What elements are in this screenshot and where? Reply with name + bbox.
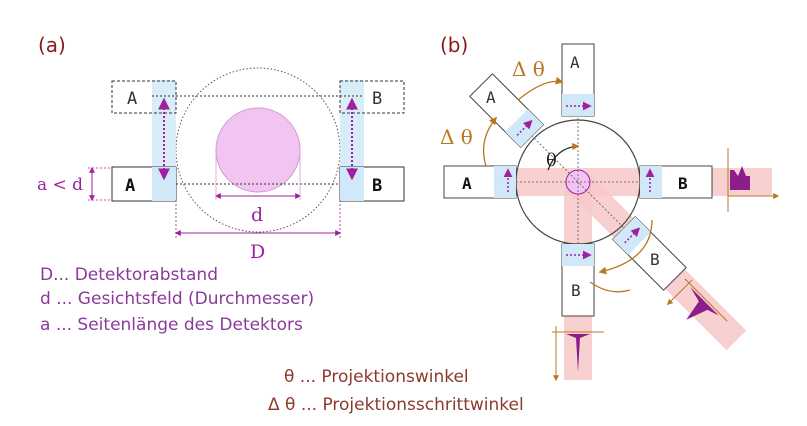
- D-label: D: [250, 241, 265, 263]
- delta-theta-top-label: Δ θ: [512, 57, 545, 81]
- detector-bottom-right-label: B: [372, 176, 382, 196]
- profile-right: [727, 148, 780, 212]
- panel-a-label: (a): [38, 33, 66, 57]
- detector-top-right: [339, 80, 405, 114]
- panel-b-label: (b): [440, 33, 468, 57]
- legend-a-line1: D... Detektorabstand: [40, 265, 218, 285]
- field-of-view-disk: [215, 107, 301, 193]
- rotation-arc-top: [517, 76, 564, 101]
- detector-B-diagonal-label: B: [650, 250, 660, 269]
- detector-A-diagonal-label: A: [486, 88, 496, 107]
- legend-a: D... Detektorabstand d ... Gesichtsfeld …: [40, 265, 314, 335]
- detector-top-right-label: B: [372, 89, 382, 109]
- detector-A-top-label: A: [570, 53, 580, 72]
- theta-label: θ: [546, 150, 557, 171]
- detector-bottom-left-label: A: [125, 176, 135, 196]
- detector-B-bottom-label: B: [571, 281, 581, 300]
- detector-B-right-label: B: [678, 174, 688, 193]
- profile-bottom: [552, 326, 604, 382]
- panel-b: (b) A B A B: [440, 33, 780, 382]
- profile-diagonal: [666, 278, 728, 322]
- detector-B-diagonal: [611, 215, 687, 291]
- legend-a-line3: a ... Seitenlänge des Detektors: [40, 315, 303, 335]
- profile-right-shape: [730, 166, 750, 190]
- detector-top-left-label: A: [127, 89, 137, 109]
- theta-arc: [547, 142, 580, 171]
- detector-A-diagonal: [469, 73, 545, 149]
- legend-b-line1: θ ... Projektionswinkel: [284, 367, 469, 387]
- rotation-arc-left: [482, 116, 497, 167]
- panel-a: (a) A B A B a < d d: [37, 33, 405, 263]
- d-label: d: [251, 204, 263, 226]
- delta-theta-left-label: Δ θ: [440, 125, 473, 149]
- legend-b: θ ... Projektionswinkel Δ θ ... Projekti…: [268, 367, 524, 415]
- legend-b-line2: Δ θ ... Projektionsschrittwinkel: [268, 395, 524, 415]
- detector-A-left-label: A: [462, 174, 472, 193]
- detector-top-left: [111, 80, 177, 114]
- legend-a-line2: d ... Gesichtsfeld (Durchmesser): [40, 289, 314, 309]
- rotation-arc-bottom-right: [598, 219, 653, 275]
- a-less-d-label: a < d: [37, 175, 83, 195]
- profile-bottom-shape: [566, 334, 590, 372]
